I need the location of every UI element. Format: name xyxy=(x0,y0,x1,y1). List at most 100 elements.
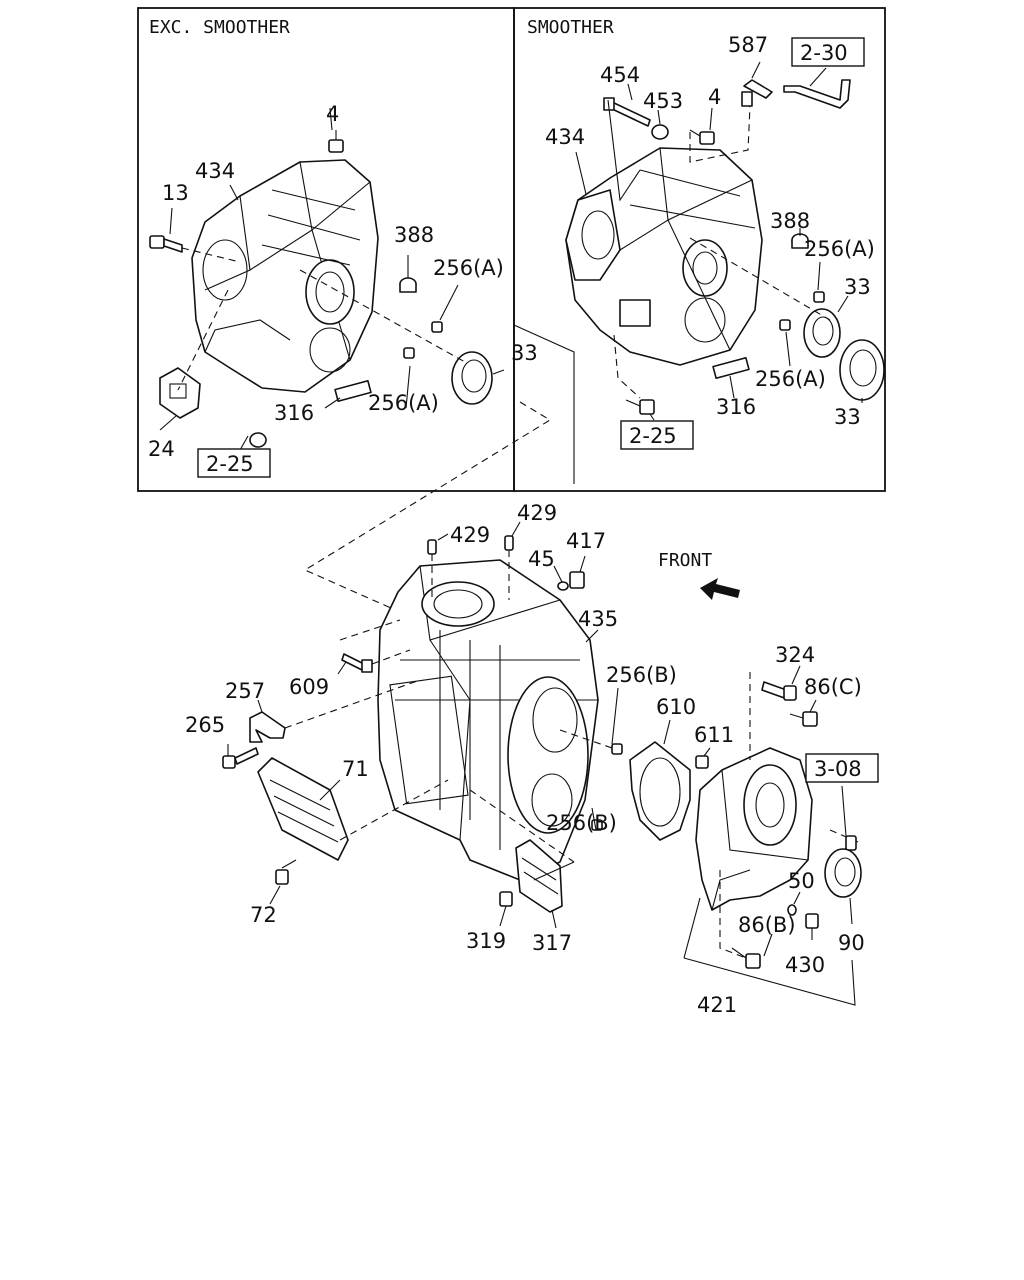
label-388-right: 388 xyxy=(770,209,810,233)
label-72: 72 xyxy=(250,903,277,927)
label-587: 587 xyxy=(728,33,768,57)
label-256a-right-2: 256(A) xyxy=(755,367,826,391)
cover-24 xyxy=(159,367,201,419)
label-430: 430 xyxy=(785,953,825,977)
right-panel-frame xyxy=(513,7,886,492)
bolt-324 xyxy=(761,681,797,701)
label-453: 453 xyxy=(643,89,683,113)
label-434-left: 434 xyxy=(195,159,235,183)
label-421: 421 xyxy=(697,993,737,1017)
label-256b-2: 256(B) xyxy=(546,811,617,835)
label-434-right: 434 xyxy=(545,125,585,149)
seal-33-right-1 xyxy=(803,308,841,358)
label-13: 13 xyxy=(162,181,189,205)
bracket-257 xyxy=(249,711,286,743)
label-316-right: 316 xyxy=(716,395,756,419)
label-33-left: 33 xyxy=(511,341,538,365)
front-label: FRONT xyxy=(658,550,712,571)
label-256b-1: 256(B) xyxy=(606,663,677,687)
plug-430 xyxy=(805,913,819,929)
label-24: 24 xyxy=(148,437,175,461)
label-609: 609 xyxy=(289,675,329,699)
ref-box-2-30 xyxy=(791,37,865,67)
bolt-611 xyxy=(695,755,709,769)
ref-box-3-08 xyxy=(805,753,879,783)
bushing-388-left xyxy=(399,277,417,293)
nut-453 xyxy=(651,124,669,140)
pin-429-b xyxy=(504,535,514,551)
bolt-4-right xyxy=(689,129,715,145)
dowel-256a-left-1 xyxy=(431,321,443,333)
bolt-72 xyxy=(275,859,297,885)
bolt-265 xyxy=(222,747,259,769)
bolt-4-left xyxy=(328,130,344,153)
ref-3-08: 3-08 xyxy=(814,757,862,781)
extension-housing-421 xyxy=(695,747,813,911)
seal-33-left xyxy=(451,351,493,405)
stud-3-08 xyxy=(829,829,859,851)
bolt-86b xyxy=(731,947,761,969)
label-257: 257 xyxy=(225,679,265,703)
left-panel-title: EXC. SMOOTHER xyxy=(149,17,290,38)
label-90: 90 xyxy=(838,931,865,955)
bolt-319 xyxy=(499,891,513,907)
label-4-right: 4 xyxy=(708,85,721,109)
label-33-right-2: 33 xyxy=(834,405,861,429)
label-429-b: 429 xyxy=(517,501,557,525)
label-71: 71 xyxy=(342,757,369,781)
bolt-86c xyxy=(789,711,818,727)
label-50: 50 xyxy=(788,869,815,893)
bolt-13 xyxy=(149,235,183,253)
label-316-left: 316 xyxy=(274,401,314,425)
label-417: 417 xyxy=(566,529,606,553)
label-388-left: 388 xyxy=(394,223,434,247)
label-610: 610 xyxy=(656,695,696,719)
clutch-housing-left xyxy=(191,159,379,393)
bolt-2-25-right xyxy=(625,399,655,415)
plug-417 xyxy=(569,571,585,589)
breather-587 xyxy=(741,79,773,107)
label-256a-left-1: 256(A) xyxy=(433,256,504,280)
label-4-left: 4 xyxy=(326,102,339,126)
ref-box-2-25-left xyxy=(197,448,271,478)
label-265: 265 xyxy=(185,713,225,737)
front-arrow xyxy=(700,578,740,600)
seal-90 xyxy=(824,848,862,898)
dowel-256a-left-2 xyxy=(403,347,415,359)
ref-2-25-left: 2-25 xyxy=(206,452,254,476)
label-435: 435 xyxy=(578,607,618,631)
label-611: 611 xyxy=(694,723,734,747)
label-317: 317 xyxy=(532,931,572,955)
dowel-256b-1 xyxy=(611,743,623,755)
transmission-case-435 xyxy=(377,559,599,881)
bushing-388-right xyxy=(791,233,809,249)
label-86b: 86(B) xyxy=(738,913,796,937)
seal-33-right-2 xyxy=(839,339,885,401)
hose-2-30 xyxy=(783,79,851,109)
plate-316-right xyxy=(712,357,750,379)
cover-317 xyxy=(515,839,563,913)
label-454: 454 xyxy=(600,63,640,87)
dowel-256a-right-2 xyxy=(779,319,791,331)
label-86c: 86(C) xyxy=(804,675,862,699)
right-panel-title: SMOOTHER xyxy=(527,17,614,38)
label-33-right-1: 33 xyxy=(844,275,871,299)
label-429-a: 429 xyxy=(450,523,490,547)
plug-left xyxy=(249,432,267,448)
bolt-609 xyxy=(341,653,373,673)
label-319: 319 xyxy=(466,929,506,953)
gasket-610 xyxy=(629,741,691,841)
cover-71 xyxy=(257,757,349,861)
dowel-256a-right-1 xyxy=(813,291,825,303)
plate-316-left xyxy=(334,380,372,402)
label-256a-left-2: 256(A) xyxy=(368,391,439,415)
label-45: 45 xyxy=(528,547,555,571)
label-256a-right-1: 256(A) xyxy=(804,237,875,261)
clutch-housing-right xyxy=(565,147,763,366)
label-324: 324 xyxy=(775,643,815,667)
ring-50 xyxy=(787,904,797,916)
ref-box-2-25-right xyxy=(620,420,694,450)
washer-45 xyxy=(557,581,569,591)
ref-2-30: 2-30 xyxy=(800,41,848,65)
